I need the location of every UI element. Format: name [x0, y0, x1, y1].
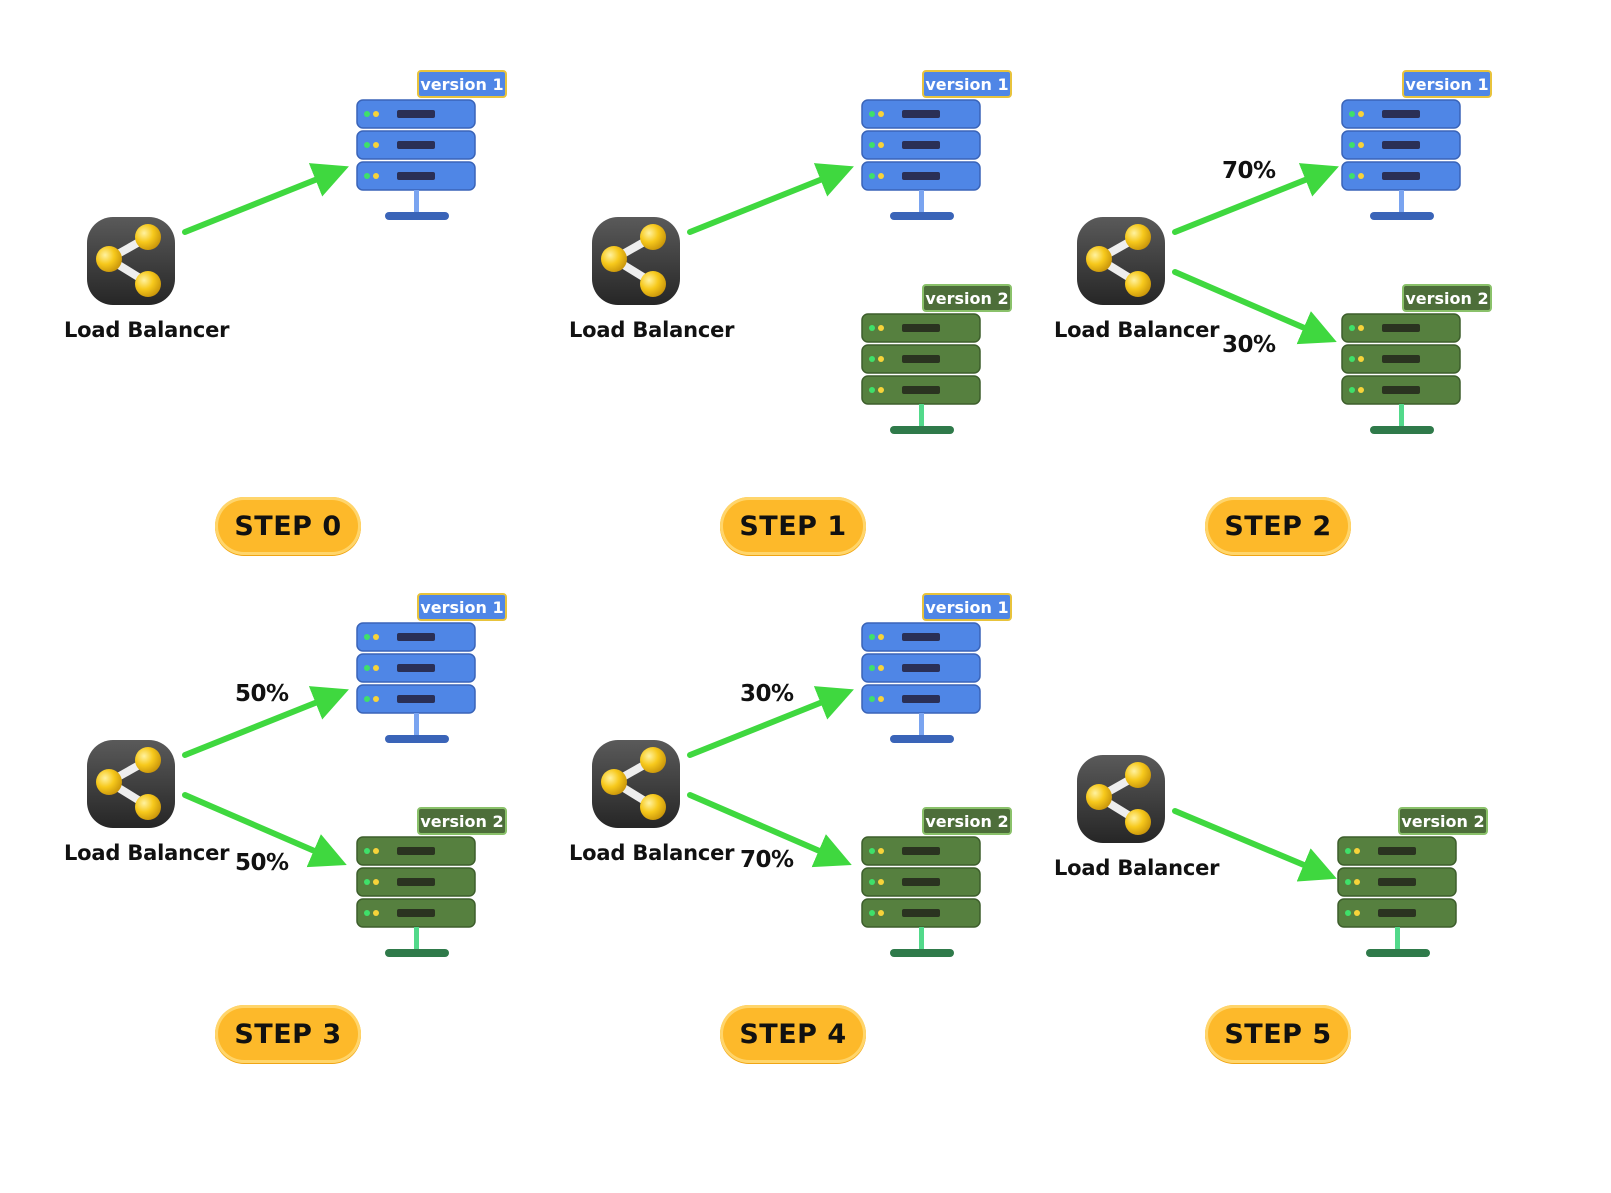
share-icon — [87, 740, 175, 828]
version-badge: version 1 — [417, 593, 507, 621]
step-badge: STEP 5 — [1205, 1005, 1351, 1063]
version-badge: version 1 — [922, 593, 1012, 621]
server-version-2: version 2 — [1336, 807, 1496, 977]
version-badge: version 2 — [417, 807, 507, 835]
server-version-1: version 1 — [355, 70, 515, 240]
share-icon — [1077, 217, 1165, 305]
traffic-arrows — [182, 686, 349, 868]
step-panel-2: Load Balancer 70% 30% version 1 version … — [1040, 60, 1570, 620]
share-icon — [592, 740, 680, 828]
server-rack-icon — [356, 836, 476, 957]
server-rack-icon — [861, 99, 981, 220]
server-rack-icon — [356, 99, 476, 220]
step-panel-0: Load Balancer version 1 STEP 0 — [50, 60, 580, 620]
server-version-1: version 1 — [860, 593, 1020, 763]
step-panel-5: Load Balancer version 2 STEP 5 — [1040, 583, 1570, 1143]
version-badge: version 1 — [1402, 70, 1492, 98]
step-panel-3: Load Balancer 50% 50% version 1 version … — [50, 583, 580, 1143]
server-version-1: version 1 — [1340, 70, 1500, 240]
split-percent-version-2: 50% — [235, 850, 289, 876]
step-panel-1: Load Balancer version 1 version 2 — [555, 60, 1085, 620]
split-percent-version-1: 70% — [1222, 158, 1276, 184]
traffic-arrow — [182, 163, 349, 235]
version-badge: version 1 — [922, 70, 1012, 98]
server-rack-icon — [861, 622, 981, 743]
step-badge: STEP 1 — [720, 497, 866, 555]
split-percent-version-1: 50% — [235, 681, 289, 707]
split-percent-version-2: 70% — [740, 847, 794, 873]
version-badge: version 2 — [922, 807, 1012, 835]
split-percent-version-2: 30% — [1222, 332, 1276, 358]
load-balancer-label: Load Balancer — [569, 841, 735, 865]
server-rack-icon — [1341, 99, 1461, 220]
traffic-arrows — [687, 686, 854, 868]
server-rack-icon — [1337, 836, 1457, 957]
server-version-1: version 1 — [860, 70, 1020, 240]
load-balancer-label: Load Balancer — [64, 318, 230, 342]
version-badge: version 2 — [922, 284, 1012, 312]
server-version-2: version 2 — [355, 807, 515, 977]
step-badge: STEP 3 — [215, 1005, 361, 1063]
server-rack-icon — [1341, 313, 1461, 434]
load-balancer-label: Load Balancer — [1054, 856, 1220, 880]
server-version-2: version 2 — [860, 807, 1020, 977]
version-badge: version 2 — [1402, 284, 1492, 312]
server-rack-icon — [861, 313, 981, 434]
traffic-arrow — [687, 163, 854, 235]
load-balancer-label: Load Balancer — [569, 318, 735, 342]
load-balancer-label: Load Balancer — [1054, 318, 1220, 342]
share-icon — [87, 217, 175, 305]
server-rack-icon — [356, 622, 476, 743]
load-balancer-label: Load Balancer — [64, 841, 230, 865]
step-badge: STEP 2 — [1205, 497, 1351, 555]
share-icon — [592, 217, 680, 305]
server-rack-icon — [861, 836, 981, 957]
traffic-arrows — [1172, 163, 1339, 345]
split-percent-version-1: 30% — [740, 681, 794, 707]
server-version-2: version 2 — [860, 284, 1020, 454]
step-badge: STEP 4 — [720, 1005, 866, 1063]
step-panel-4: Load Balancer 30% 70% version 1 version … — [555, 583, 1085, 1143]
traffic-arrow — [1172, 808, 1337, 882]
server-version-1: version 1 — [355, 593, 515, 763]
server-version-2: version 2 — [1340, 284, 1500, 454]
share-icon — [1077, 755, 1165, 843]
version-badge: version 2 — [1398, 807, 1488, 835]
version-badge: version 1 — [417, 70, 507, 98]
step-badge: STEP 0 — [215, 497, 361, 555]
